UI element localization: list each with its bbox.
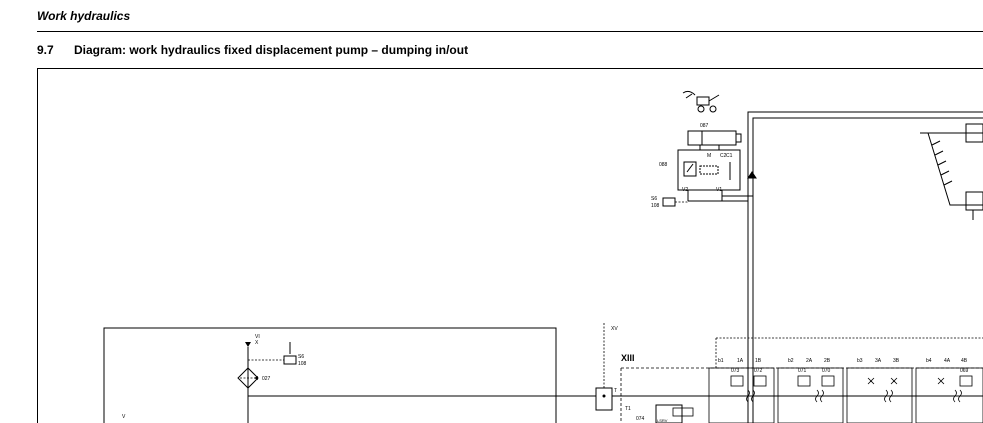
label-sec-2b: 2B <box>824 358 831 364</box>
label-port-m: M <box>707 153 711 159</box>
label-sensor-108-b: 108 <box>298 361 307 367</box>
label-port-x: X <box>255 340 259 346</box>
label-sec-2a: 2A <box>806 358 813 364</box>
heading-text: Diagram: work hydraulics fixed displacem… <box>74 43 469 57</box>
label-sensor-108-a: 108 <box>651 203 660 209</box>
label-valve-073: 073 <box>731 368 740 374</box>
header-rule <box>37 31 983 32</box>
loader-pictogram-icon <box>682 90 720 113</box>
label-sec-4b: 4B <box>961 358 968 364</box>
label-port-c2: C2 <box>720 153 727 159</box>
inner-frame <box>103 327 557 423</box>
label-port-xv: XV <box>611 326 618 332</box>
label-valve-071: 071 <box>798 368 807 374</box>
supply-lines <box>688 111 983 423</box>
label-lsrv: LSRV <box>657 418 668 423</box>
label-valve-072: 072 <box>754 368 763 374</box>
sensor-s6-lower <box>283 355 297 365</box>
arrow-vi <box>245 342 251 347</box>
port-t-box <box>595 387 613 411</box>
label-sec-1b: 1B <box>755 358 762 364</box>
label-sec-b1: b1 <box>718 358 724 364</box>
label-sec-3b: 3B <box>893 358 900 364</box>
label-valve-069: 069 <box>960 368 969 374</box>
heading-number: 9.7 <box>37 43 54 57</box>
label-sec-3a: 3A <box>875 358 882 364</box>
cylinder-087 <box>687 130 742 146</box>
label-cyl-087: 087 <box>700 123 709 129</box>
label-valve-088: 088 <box>659 162 668 168</box>
label-valve-070: 070 <box>822 368 831 374</box>
label-port-v1: V1 <box>716 187 722 193</box>
label-sec-b4: b4 <box>926 358 932 364</box>
boom-structure <box>920 123 983 220</box>
label-port-t1: T1 <box>625 406 631 412</box>
label-filter-027: 027 <box>262 376 271 382</box>
label-port-v: V <box>122 414 126 420</box>
label-block-xiii: XIII <box>621 353 635 363</box>
label-sec-1a: 1A <box>737 358 744 364</box>
diagram-frame <box>37 68 983 423</box>
label-sec-b2: b2 <box>788 358 794 364</box>
sensor-s6-upper <box>662 197 676 207</box>
label-port-c1: C1 <box>726 153 733 159</box>
label-port-v2: V2 <box>682 187 688 193</box>
label-sec-b3: b3 <box>857 358 863 364</box>
lsrv-valve <box>655 404 683 423</box>
valve-block-088 <box>677 145 757 201</box>
diagram-heading: 9.7 Diagram: work hydraulics fixed displa… <box>37 43 468 57</box>
label-port-vi: VI <box>255 334 260 340</box>
label-port-t: T <box>614 388 617 394</box>
label-sensor-s6-b: S6 <box>298 354 304 360</box>
label-sec-4a: 4A <box>944 358 951 364</box>
label-valve-074: 074 <box>636 416 645 422</box>
label-sensor-s6-a: S6 <box>651 196 657 202</box>
filter-027-icon <box>237 367 259 389</box>
section-title: Work hydraulics <box>37 9 131 23</box>
